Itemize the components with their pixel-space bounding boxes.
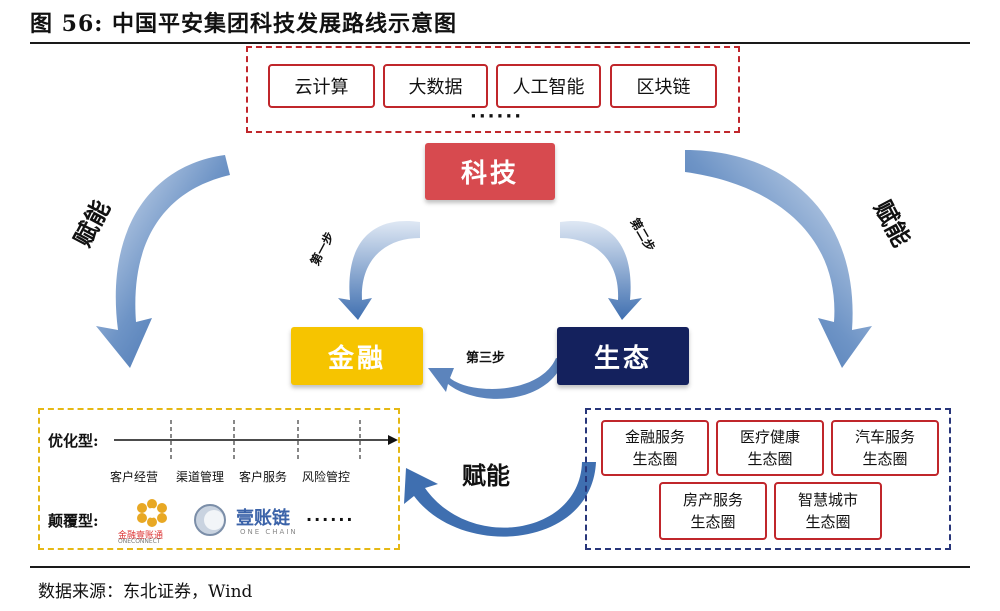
source-note: 数据来源：东北证券，Wind xyxy=(38,582,253,602)
eco-item-line2: 生态圈 xyxy=(632,450,678,468)
onechain-logo-sub: ONE CHAIN xyxy=(240,528,298,536)
eco-item-line1: 医疗健康 xyxy=(739,428,800,446)
ecosystem-box: 金融服务 生态圈 医疗健康 生态圈 汽车服务 生态圈 房产服务 生态圈 智慧城市… xyxy=(585,408,951,550)
eco-real-estate: 房产服务 生态圈 xyxy=(659,482,767,540)
oneconnect-logo-sub: ONECONNECT xyxy=(118,538,161,545)
oneconnect-logo-icon xyxy=(137,499,167,527)
finance-node: 金融 xyxy=(291,327,423,385)
title-rule xyxy=(30,42,970,44)
bottom-empower-arrow xyxy=(404,462,596,537)
eco-item-line1: 智慧城市 xyxy=(797,491,858,509)
tech-layer-box: 云计算 大数据 人工智能 区块链 ······ xyxy=(246,46,740,133)
eco-auto-services: 汽车服务 生态圈 xyxy=(831,420,939,476)
tag-ai: 人工智能 xyxy=(496,64,601,108)
optimize-label: 优化型: xyxy=(48,432,99,450)
bottom-empower-label: 赋能 xyxy=(462,461,510,490)
optimize-item-risk: 风险管控 xyxy=(302,470,351,484)
eco-item-line2: 生态圈 xyxy=(862,450,908,468)
ecosystem-node: 生态 xyxy=(557,327,689,385)
tech-more-dots: ······ xyxy=(470,106,524,127)
tag-big-data: 大数据 xyxy=(383,64,488,108)
optimize-item-service: 客户服务 xyxy=(239,470,288,484)
finance-box: 优化型: 客户经营 渠道管理 客户服务 风险管控 颠覆型: 金融壹账通 ONEC… xyxy=(38,408,400,550)
eco-smart-city: 智慧城市 生态圈 xyxy=(774,482,882,540)
eco-finance-services: 金融服务 生态圈 xyxy=(601,420,709,476)
eco-item-line1: 房产服务 xyxy=(682,491,743,509)
right-empower-arrow xyxy=(685,150,872,368)
onechain-logo-icon xyxy=(194,504,226,536)
step2-arrow xyxy=(560,220,642,320)
step3-arrow xyxy=(428,358,564,399)
footer-rule xyxy=(30,566,970,568)
eco-item-line2: 生态圈 xyxy=(747,450,793,468)
eco-item-line1: 汽车服务 xyxy=(854,428,915,446)
eco-healthcare: 医疗健康 生态圈 xyxy=(716,420,824,476)
tag-blockchain: 区块链 xyxy=(610,64,717,108)
left-empower-arrow xyxy=(96,155,230,368)
tag-cloud-computing: 云计算 xyxy=(268,64,375,108)
figure-title: 图 56: 中国平安集团科技发展路线示意图 xyxy=(30,11,458,37)
eco-item-line2: 生态圈 xyxy=(690,513,736,531)
disrupt-more-dots: ······ xyxy=(306,510,355,529)
eco-item-line1: 金融服务 xyxy=(624,428,685,446)
optimize-axis xyxy=(114,420,398,462)
tech-node: 科技 xyxy=(425,143,555,200)
optimize-item-customer-ops: 客户经营 xyxy=(110,470,159,484)
onechain-logo: 壹账链 ONE CHAIN xyxy=(190,502,320,546)
oneconnect-logo: 金融壹账通 ONECONNECT xyxy=(114,494,200,546)
oneconnect-logo-text: 金融壹账通 xyxy=(118,531,164,541)
eco-item-line2: 生态圈 xyxy=(805,513,851,531)
optimize-item-channel: 渠道管理 xyxy=(176,470,225,484)
onechain-logo-text: 壹账链 xyxy=(236,508,290,529)
step3-label: 第三步 xyxy=(466,351,506,366)
disrupt-label: 颠覆型: xyxy=(48,512,99,530)
step1-arrow xyxy=(338,220,420,320)
